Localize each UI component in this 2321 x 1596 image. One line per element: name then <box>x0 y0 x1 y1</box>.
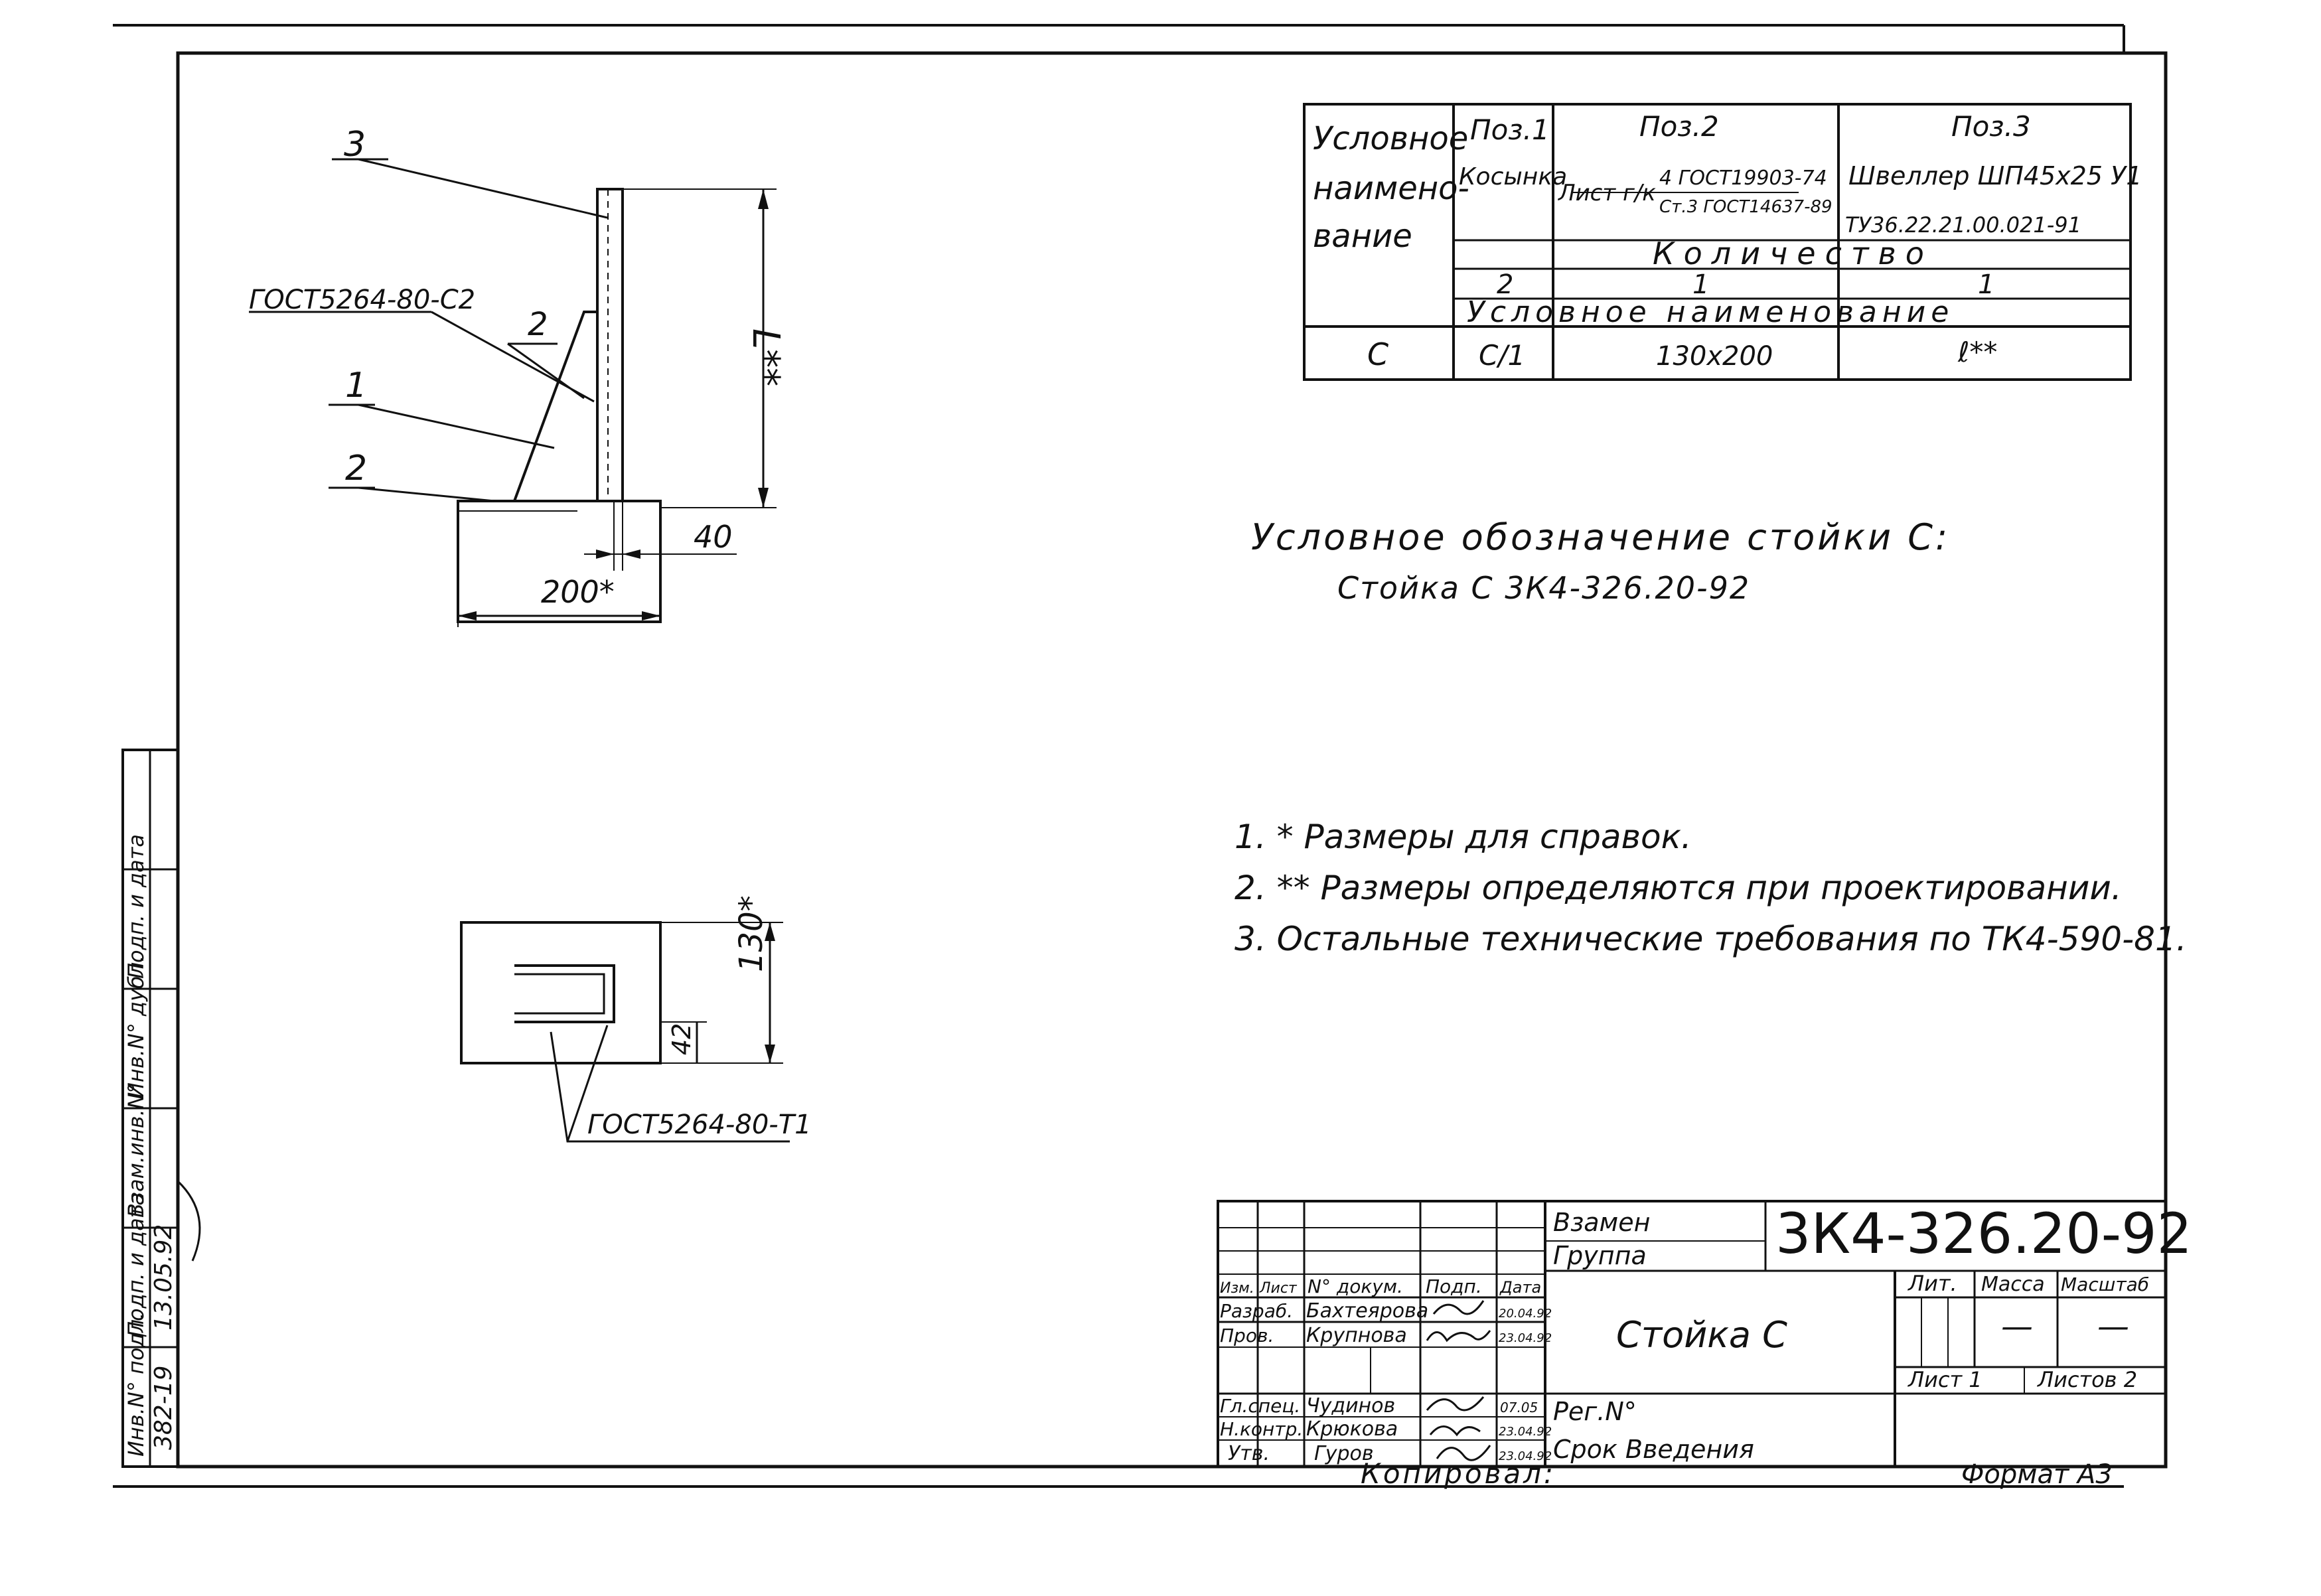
stamp-header-podp: Подп. <box>1426 1275 1482 1297</box>
pos2-prefix: Лист г/к <box>1557 180 1656 206</box>
stamp-title: Стойка С <box>1616 1314 1787 1356</box>
side-label-podp1: Подп. и дата <box>123 1193 149 1337</box>
leader-3: 3 <box>344 125 366 165</box>
row-pos1: С/1 <box>1479 339 1525 372</box>
stamp-role-utv: Утв. <box>1228 1442 1270 1465</box>
side-label-dubl: Инв.N° дубл. <box>123 956 149 1098</box>
pos1-title: Поз.1 <box>1470 113 1550 146</box>
signature-glspec <box>1426 1396 1485 1412</box>
side-date-value: 13.05.92 <box>150 1224 177 1331</box>
spec-name-header-1: Условное <box>1313 120 1468 157</box>
stamp-header-dokum: N° докум. <box>1308 1275 1403 1297</box>
quantity-pos1: 2 <box>1497 269 1513 300</box>
stamp-date-razrab: 20.04.92 <box>1499 1307 1552 1321</box>
side-label-podp2: Подп. и дата <box>123 834 149 979</box>
gusset <box>513 311 597 502</box>
symbol-header: Условное наименование <box>1467 295 1954 329</box>
channel-section <box>514 964 615 1023</box>
stamp-massa: Масса <box>1981 1273 2045 1296</box>
quantity-header: Количество <box>1653 236 1933 271</box>
stamp-role-prov: Пров. <box>1220 1325 1274 1346</box>
stamp-massa-dash: — <box>2001 1308 2033 1345</box>
leader-2-upper: 2 <box>528 306 548 343</box>
leader-2-lower: 2 <box>345 449 367 488</box>
stamp-masshtab: Масштаб <box>2061 1273 2149 1295</box>
note-2: 2. ** Размеры определяются при проектиро… <box>1235 869 2122 907</box>
note-3: 3. Остальные технические требования по Т… <box>1235 920 2187 958</box>
stamp-header-list: Лист <box>1259 1280 1298 1297</box>
stamp-list: Лист 1 <box>1908 1367 1983 1392</box>
weld-top-label: ГОСТ5264-80-С2 <box>249 285 475 315</box>
stamp-role-nkontr: Н.контр. <box>1220 1418 1303 1440</box>
side-stamp: Инв.N° подл. Подп. и дата Взам.инв.N° Ин… <box>121 749 201 1468</box>
stamp-listov: Листов 2 <box>2037 1367 2137 1392</box>
pos3-name: Швеллер ШП45х25 У1 <box>1848 161 2142 190</box>
stamp-name-razrab: Бахтеярова <box>1306 1299 1428 1323</box>
spec-table: Условное наимено- вание Поз.1 Косынка По… <box>1303 103 2142 381</box>
signature-utv <box>1436 1445 1491 1461</box>
channel-post <box>596 188 624 502</box>
pos3-spec: ТУ36.22.21.00.021-91 <box>1845 212 2081 238</box>
dim-42: 42 <box>667 1023 696 1055</box>
stamp-code: 3К4-326.20-92 <box>1775 1201 2192 1266</box>
quantity-pos2: 1 <box>1692 269 1709 300</box>
pos1-name: Косынка <box>1459 163 1567 190</box>
spec-name-header-2: наимено- <box>1313 170 1469 207</box>
pos2-denominator: Ст.3 ГОСТ14637-89 <box>1659 197 1833 217</box>
stamp-masshtab-dash: — <box>2097 1308 2129 1345</box>
format-label: Формат А3 <box>1961 1459 2113 1490</box>
note-1: 1. * Размеры для справок. <box>1235 818 1692 856</box>
leader-1: 1 <box>345 366 367 405</box>
stamp-vzamen: Взамен <box>1553 1208 1650 1237</box>
stamp-name-glspec: Чудинов <box>1306 1394 1395 1417</box>
top-view: 130* 42 ГОСТ5264-80-Т1 <box>460 895 812 1143</box>
side-label-vzam: Взам.инв.N° <box>123 1082 149 1218</box>
stamp-reg: Рег.N° <box>1553 1397 1637 1426</box>
plate-top-view <box>460 921 662 1064</box>
stamp-date-glspec: 07.05 <box>1500 1400 1538 1415</box>
stamp-role-razrab: Разраб. <box>1220 1300 1293 1322</box>
title-block: Взамен Группа 3К4-326.20-92 Стойка С Лит… <box>1217 1200 2192 1468</box>
pos3-title: Поз.3 <box>1951 110 2031 143</box>
stamp-date-utv: 23.04.92 <box>1499 1449 1552 1463</box>
dim-200: 200* <box>541 574 615 610</box>
signature-prov <box>1426 1330 1491 1342</box>
stamp-name-nkontr: Крюкова <box>1306 1417 1398 1441</box>
stamp-name-prov: Крупнова <box>1306 1324 1407 1347</box>
weld-bottom-label: ГОСТ5264-80-Т1 <box>587 1110 812 1140</box>
stamp-name-utv: Гуров <box>1314 1442 1374 1465</box>
base-plate <box>457 500 662 623</box>
spec-name-header-3: вание <box>1313 218 1412 255</box>
signature-nkontr <box>1429 1425 1481 1437</box>
side-inv-value: 382-19 <box>150 1365 177 1450</box>
designation-line-2: Стойка С 3К4-326.20-92 <box>1337 570 1750 606</box>
stamp-header-izm: Изм. <box>1220 1280 1254 1297</box>
stamp-gruppa: Группа <box>1553 1241 1647 1270</box>
dim-130: 130* <box>733 895 770 972</box>
stamp-role-glspec: Гл.спец. <box>1220 1395 1300 1417</box>
row-pos3: ℓ** <box>1957 336 1997 368</box>
signature-razrab <box>1432 1300 1485 1315</box>
stamp-date-prov: 23.04.92 <box>1499 1331 1552 1345</box>
quantity-pos3: 1 <box>1978 269 1994 300</box>
stamp-header-data: Дата <box>1499 1278 1541 1297</box>
side-label-inv: Инв.N° подл. <box>123 1313 149 1457</box>
pos2-title: Поз.2 <box>1639 110 1719 143</box>
designation-line-1: Условное обозначение стойки С: <box>1251 516 1950 558</box>
dim-40: 40 <box>694 519 733 555</box>
spec-table-border <box>1303 103 2132 381</box>
side-view: L** 40 200* 3 ГОСТ5264-80-С2 2 1 2 <box>249 125 787 627</box>
dim-L: L** <box>744 328 787 386</box>
stamp-srok: Срок Введения <box>1553 1435 1754 1464</box>
stamp-lit: Лит. <box>1908 1271 1957 1296</box>
stamp-date-nkontr: 23.04.92 <box>1499 1425 1552 1439</box>
row-pos2: 130х200 <box>1656 341 1773 372</box>
kopiroval-label: Копировал: <box>1361 1457 1556 1490</box>
row-symbol: С <box>1367 336 1388 372</box>
pos2-numerator: 4 ГОСТ19903-74 <box>1659 167 1827 190</box>
